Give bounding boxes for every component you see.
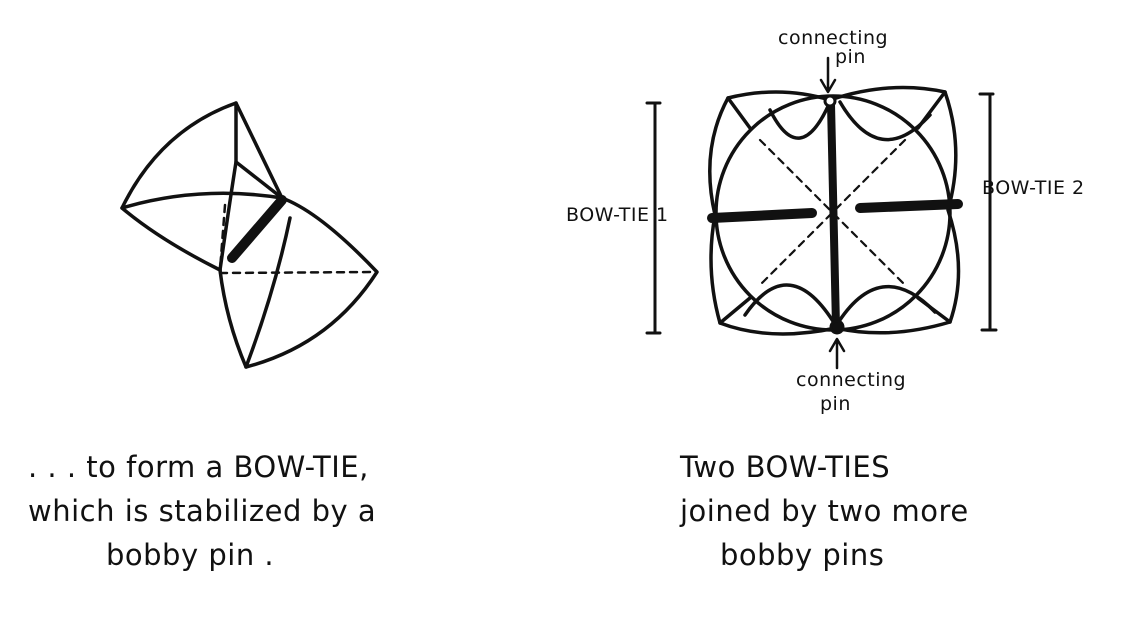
bow-tie-2-label: BOW-TIE 2 xyxy=(982,177,1085,199)
lower-fan-outline xyxy=(218,196,379,369)
bow-tie-1-bracket xyxy=(645,101,662,335)
right-caption-line1: Two BOW-TIES xyxy=(680,450,891,484)
joined-bow-ties-drawing xyxy=(645,56,998,370)
bottom-pin-label-line2: pin xyxy=(820,393,851,415)
petal-curve-bottom-left xyxy=(743,283,838,328)
left-caption: . . . to form a BOW-TIE, which is stabil… xyxy=(28,445,376,577)
lower-fan-crease xyxy=(244,216,292,369)
bow-tie-2-pin xyxy=(855,199,963,213)
petal-curve-top xyxy=(768,100,832,140)
upper-fan-inner-curve xyxy=(218,160,238,272)
single-bow-tie-drawing xyxy=(120,101,379,369)
corner-diagonal-bl xyxy=(718,296,752,325)
top-pin-label-line1: connecting xyxy=(778,27,888,49)
center-fold-curve xyxy=(120,206,222,272)
bow-tie-1-pin xyxy=(707,208,817,223)
hidden-fold-horizontal xyxy=(218,270,379,275)
vertical-connecting-pin xyxy=(827,100,840,330)
top-pin-head xyxy=(823,94,837,108)
petal-curve-top-right xyxy=(838,100,932,142)
top-pin-label-line2: pin xyxy=(835,46,866,68)
right-caption: Two BOW-TIES joined by two more bobby pi… xyxy=(680,445,969,577)
hidden-fold-diag-1 xyxy=(758,138,907,287)
corner-diagonal-tl xyxy=(726,96,752,130)
left-caption-line2: which is stabilized by a xyxy=(28,494,377,528)
top-pin-arrow xyxy=(819,56,837,94)
left-caption-line1: . . . to form a BOW-TIE, xyxy=(28,450,369,484)
bottom-pin-arrow xyxy=(828,337,846,370)
upper-fan-outline xyxy=(120,101,284,210)
bow-tie-1-label: BOW-TIE 1 xyxy=(566,204,669,226)
petal-curve-bottom-right xyxy=(834,284,937,328)
bobby-pin xyxy=(227,195,287,263)
right-caption-line2: joined by two more xyxy=(680,494,969,528)
bottom-pin-head xyxy=(829,319,845,335)
bottom-pin-label-line1: connecting xyxy=(796,369,906,391)
left-caption-line3: bobby pin . xyxy=(106,538,275,572)
hidden-fold-diag-2 xyxy=(758,138,907,287)
hidden-fold-vertical xyxy=(218,203,227,272)
bow-tie-2-bracket xyxy=(978,92,998,332)
right-caption-line3: bobby pins xyxy=(720,538,885,572)
